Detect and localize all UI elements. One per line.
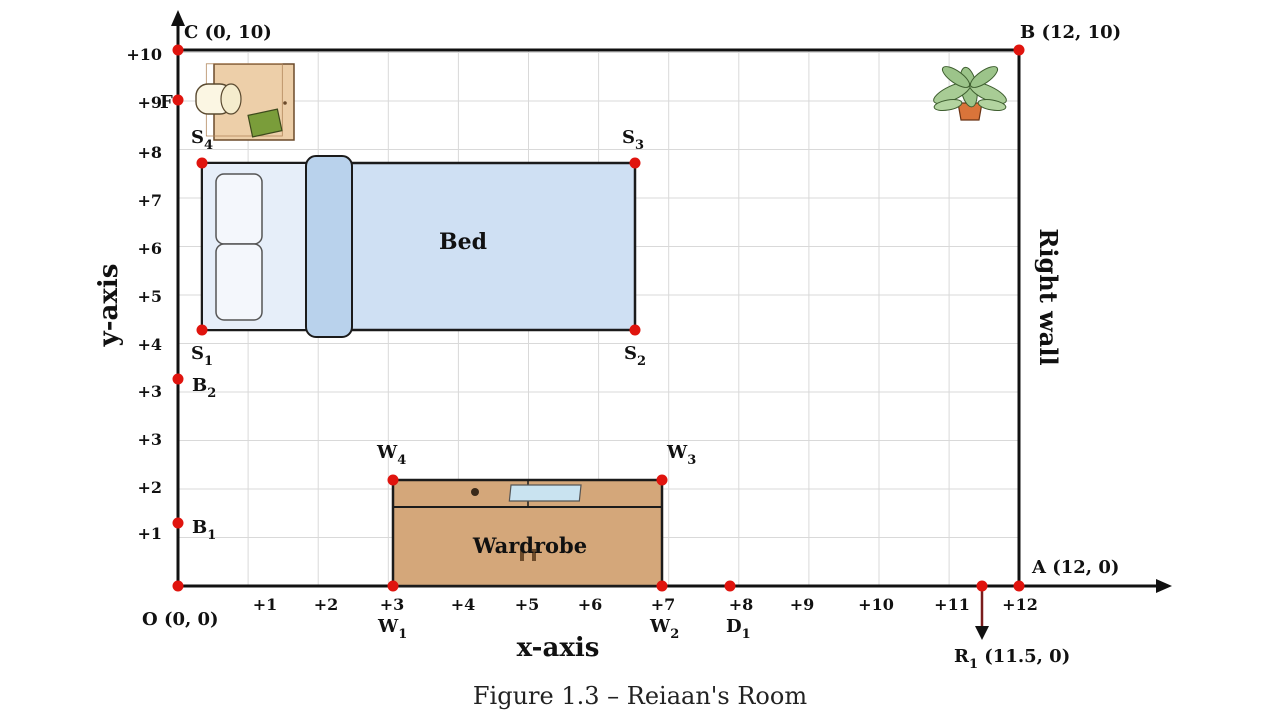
point-d1-dot	[724, 580, 736, 592]
point-s3-dot	[629, 157, 641, 169]
point-b-dot	[1013, 44, 1025, 56]
drawer-knob-icon	[471, 488, 479, 496]
y-tick-label: +7	[137, 191, 162, 210]
point-w2-label: W2	[649, 616, 679, 642]
y-axis-arrow-icon	[171, 10, 185, 26]
nightstand	[195, 63, 295, 141]
point-s1-dot	[196, 324, 208, 336]
x-tick-label: +2	[314, 595, 339, 614]
r1-arrow-icon	[975, 626, 989, 640]
y-tick-label: +1	[137, 524, 162, 543]
point-w2-dot	[656, 580, 668, 592]
mirror-icon	[508, 484, 582, 502]
y-tick-label: +10	[126, 45, 162, 64]
y-tick-label: +9	[137, 93, 162, 112]
point-c-label: C (0, 10)	[184, 22, 272, 43]
wardrobe-label: Wardrobe	[472, 533, 587, 558]
x-tick-label: +1	[253, 595, 278, 614]
figure-caption: Figure 1.3 – Reiaan's Room	[473, 682, 807, 710]
x-tick-label: +10	[858, 595, 894, 614]
y-tick-label: +8	[137, 143, 162, 162]
point-s2-label: S2	[624, 343, 646, 369]
x-tick-label: +12	[1002, 595, 1038, 614]
y-tick-label: +4	[137, 335, 162, 354]
x-axis-arrow-icon	[1156, 579, 1172, 593]
x-tick-label: +9	[790, 595, 815, 614]
x-tick-label: +7	[651, 595, 676, 614]
point-f-label: F	[160, 92, 173, 113]
y-tick-label: +2	[137, 478, 162, 497]
point-s4-dot	[196, 157, 208, 169]
x-tick-label: +4	[451, 595, 476, 614]
point-c-dot	[172, 44, 184, 56]
point-w3-label: W3	[666, 442, 696, 468]
point-r1-dot	[976, 580, 988, 592]
point-w4-label: W4	[376, 442, 406, 468]
x-tick-label: +8	[729, 595, 754, 614]
point-w1-dot	[387, 580, 399, 592]
point-d1-label: D1	[726, 616, 751, 642]
point-s3-label: S3	[622, 127, 644, 153]
y-tick-label: +3	[137, 430, 162, 449]
point-b2-dot	[172, 373, 184, 385]
point-s1-label: S1	[191, 343, 213, 369]
point-s4-label: S4	[191, 127, 213, 153]
point-a-dot	[1013, 580, 1025, 592]
bed: Bed	[200, 155, 637, 338]
x-tick-label: +5	[515, 595, 540, 614]
point-r1-label: R1 (11.5, 0)	[954, 646, 1070, 672]
x-axis-title: x-axis	[517, 633, 600, 663]
point-b1-label: B1	[192, 517, 216, 543]
point-f-dot	[172, 94, 184, 106]
point-origin-label: O (0, 0)	[142, 609, 219, 630]
y-tick-label: +6	[137, 239, 162, 258]
point-s2-dot	[629, 324, 641, 336]
x-tick-label: +6	[578, 595, 603, 614]
y-tick-label: +3	[137, 382, 162, 401]
point-w4-dot	[387, 474, 399, 486]
point-origin-dot	[172, 580, 184, 592]
point-b1-dot	[172, 517, 184, 529]
handle-icon	[532, 549, 536, 561]
book-icon	[247, 108, 283, 138]
x-tick-label: +11	[934, 595, 970, 614]
x-tick-labels: +1 +2 +3 +4 +5 +6 +7 +8 +9 +10 +11 +12	[253, 595, 1038, 614]
pillow-icon	[215, 243, 263, 321]
y-axis-title: y-axis	[94, 264, 124, 348]
x-tick-label: +3	[380, 595, 405, 614]
pillow-icon	[215, 173, 263, 245]
points	[172, 44, 1025, 592]
handle-icon	[520, 549, 524, 561]
point-b2-label: B2	[192, 375, 216, 401]
wardrobe: Wardrobe	[391, 478, 664, 588]
right-wall-label: Right wall	[1034, 228, 1063, 365]
point-a-label: A (12, 0)	[1031, 557, 1119, 578]
y-tick-label: +5	[137, 287, 162, 306]
point-w1-label: W1	[377, 616, 407, 642]
point-w3-dot	[656, 474, 668, 486]
y-tick-labels: +1 +2 +3 +3 +4 +5 +6 +7 +8 +9 +10	[126, 45, 162, 543]
potted-plant-icon	[933, 66, 1007, 121]
bed-label: Bed	[439, 229, 487, 255]
blanket-fold	[305, 155, 353, 338]
point-b-label: B (12, 10)	[1020, 22, 1121, 43]
